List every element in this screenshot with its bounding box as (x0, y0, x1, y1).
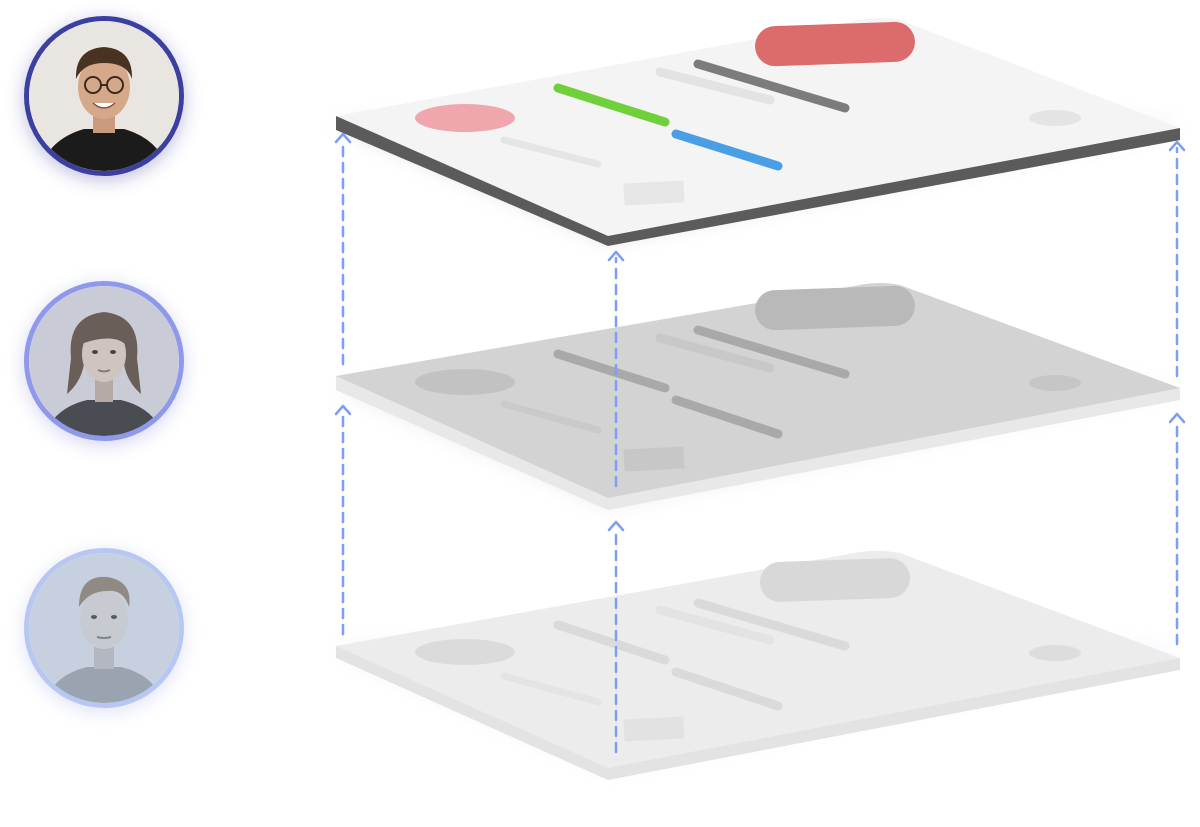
layer-bottom (336, 550, 1180, 780)
layer-middle (336, 283, 1180, 510)
persona-avatar-1 (24, 16, 184, 176)
person-photo-icon (29, 286, 179, 436)
layer-top (336, 18, 1180, 246)
persona-avatar-2 (24, 281, 184, 441)
accent-circle-pink (415, 104, 515, 132)
accent-pill-red (755, 21, 915, 67)
person-photo-icon (29, 553, 179, 703)
person-photo-icon (29, 21, 179, 171)
arrow-up-icon (334, 132, 1186, 532)
connectors (341, 138, 1179, 754)
accent-bar-green (553, 83, 670, 127)
persona-avatar-3 (24, 548, 184, 708)
accent-bar-blue (671, 129, 783, 171)
